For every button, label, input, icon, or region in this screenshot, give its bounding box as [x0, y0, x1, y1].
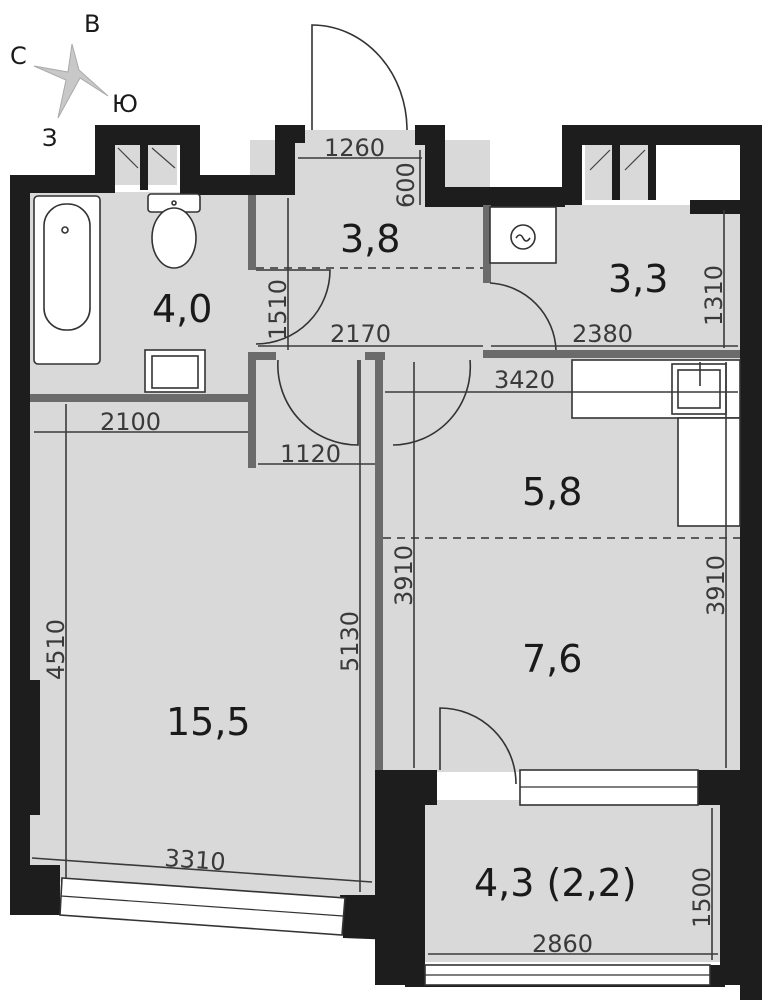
- washing-machine-icon: [489, 206, 557, 264]
- room-area-bathroom: 4,0: [152, 287, 212, 331]
- dimension-lines: [31, 150, 738, 960]
- entrance-door-icon: [311, 24, 408, 131]
- dim-hall-height: 1510: [264, 279, 292, 340]
- room-area-balcony: 4,3 (2,2): [474, 861, 637, 905]
- bathroom-door-icon: [255, 269, 331, 345]
- room-area-kitchen: 5,8: [522, 470, 582, 514]
- dim-wardrobe-height: 1310: [700, 265, 728, 326]
- compass-west: З: [42, 124, 57, 152]
- dim-balcony-height: 1500: [688, 867, 716, 928]
- room-area-wardrobe: 3,3: [608, 257, 668, 301]
- dim-kitchen-height-right: 3910: [702, 555, 730, 616]
- room-labels: 4,0 3,8 3,3 15,5 5,8 7,6 4,3 (2,2): [152, 217, 668, 905]
- dim-bath-width: 2100: [100, 408, 161, 436]
- compass-north: С: [10, 42, 27, 70]
- dim-living-height-left: 4510: [42, 619, 70, 680]
- dimension-labels: 1260 600 1510 2170 2380 1310 2100 1120 3…: [42, 134, 730, 958]
- compass-star-icon: [33, 43, 109, 119]
- dim-living-width: 3310: [164, 844, 227, 876]
- dim-balcony-width: 2860: [532, 930, 593, 958]
- windows: [59, 769, 711, 986]
- fixtures: [33, 147, 741, 527]
- compass-south: Ю: [112, 90, 138, 118]
- dim-entry-width: 1260: [324, 134, 385, 162]
- dim-kitchen-width: 3420: [494, 366, 555, 394]
- dim-corridor-width: 1120: [280, 440, 341, 468]
- dim-hall-width: 2170: [330, 320, 391, 348]
- doors: [255, 24, 557, 785]
- kitchen-door-icon: [392, 359, 472, 446]
- dim-entry-depth: 600: [392, 162, 420, 208]
- wardrobe-door-icon: [489, 282, 557, 351]
- compass: С В Ю З: [10, 10, 138, 152]
- dim-wardrobe-width: 2380: [572, 320, 633, 348]
- dim-kitchen-height-left: 3910: [390, 545, 418, 606]
- compass-east: В: [84, 10, 100, 38]
- dim-living-height-right: 5130: [336, 611, 364, 672]
- balcony-door-icon: [439, 707, 517, 785]
- room-area-hall: 3,8: [340, 217, 400, 261]
- partitions: [30, 195, 740, 770]
- living-door-icon: [277, 359, 359, 446]
- room-area-dining: 7,6: [522, 637, 582, 681]
- room-area-living: 15,5: [166, 700, 251, 744]
